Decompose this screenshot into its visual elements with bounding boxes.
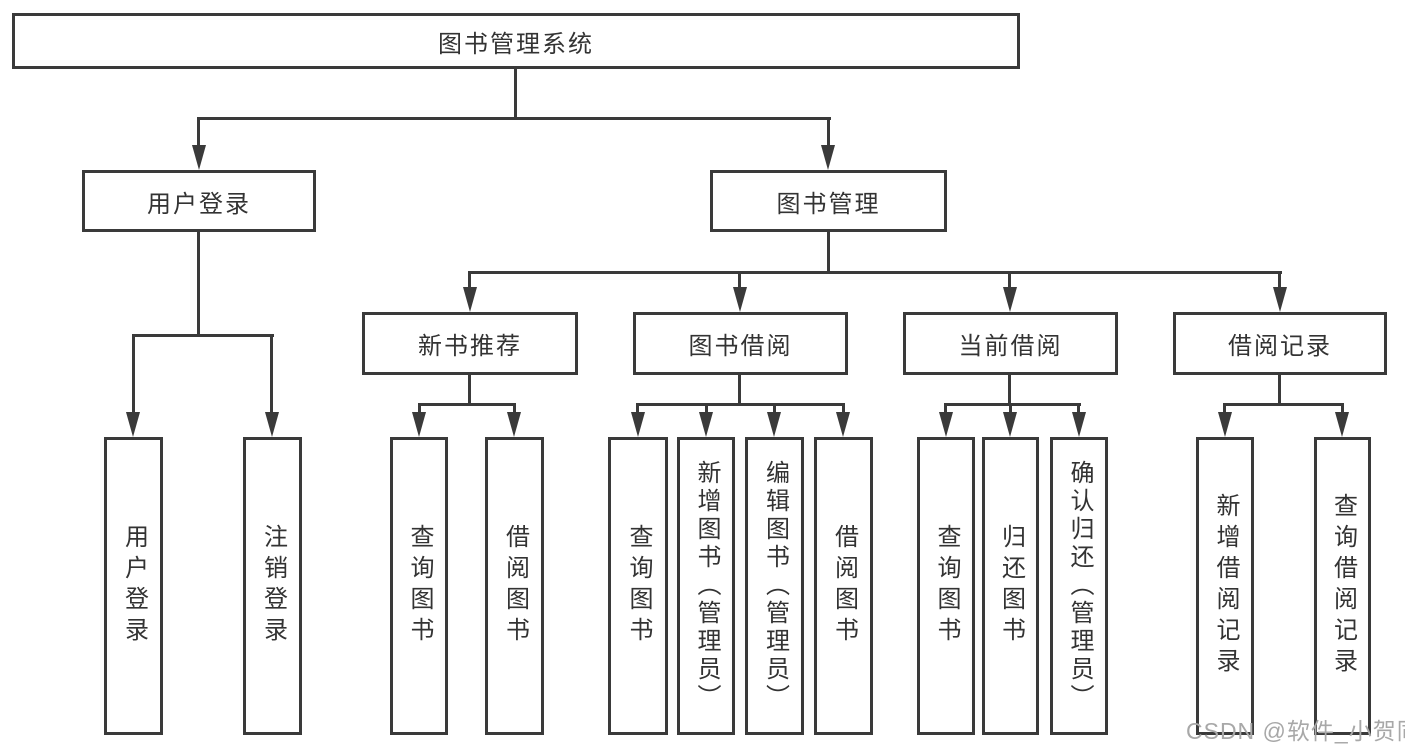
arrowhead-icon (939, 412, 953, 437)
connector-hline (132, 334, 274, 337)
connector-vline (1278, 271, 1281, 290)
node-leaf-logout: 注销登录 (243, 437, 302, 735)
node-leaf-recommend-borrow-book: 借阅图书 (485, 437, 544, 735)
node-label: 图书管理系统 (438, 30, 594, 58)
connector-vline (636, 403, 639, 415)
node-leaf-borrow-edit-book-admin: 编辑图书（管理员） (745, 437, 804, 735)
node-leaf-borrow-add-book-admin: 新增图书（管理员） (677, 437, 735, 735)
node-borrow-record: 借阅记录 (1173, 312, 1387, 375)
connector-vline (132, 334, 135, 416)
node-label: 图书借阅 (688, 333, 793, 360)
connector-hline (468, 271, 1282, 274)
node-label: 当前借阅 (958, 333, 1063, 360)
connector-vline (827, 117, 830, 148)
node-label: 借阅图书 (830, 524, 858, 648)
node-leaf-current-query-book: 查询图书 (917, 437, 975, 735)
arrowhead-icon (265, 412, 279, 437)
node-new-book-recommend: 新书推荐 (362, 312, 578, 375)
connector-vline (773, 403, 776, 415)
arrowhead-icon (1218, 412, 1232, 437)
node-book-management: 图书管理 (710, 170, 947, 232)
node-root: 图书管理系统 (12, 13, 1020, 69)
node-label: 借阅图书 (501, 524, 529, 648)
node-label: 编辑图书（管理员） (761, 460, 789, 712)
connector-vline (514, 69, 517, 118)
connector-vline (270, 334, 273, 416)
connector-vline (738, 375, 741, 406)
node-leaf-borrow-borrow-book: 借阅图书 (814, 437, 873, 735)
connector-vline (418, 403, 421, 415)
node-label: 新增借阅记录 (1212, 493, 1239, 679)
connector-vline (197, 117, 200, 148)
connector-vline (738, 271, 741, 290)
node-leaf-current-return-book: 归还图书 (982, 437, 1039, 735)
watermark: CSDN @软件_小贺同学 (1186, 718, 1405, 744)
connector-hline (197, 117, 831, 120)
node-leaf-borrow-query-book: 查询图书 (608, 437, 668, 735)
node-label: 查询借阅记录 (1329, 493, 1357, 679)
node-label: 确认归还（管理员） (1066, 460, 1093, 712)
arrowhead-icon (767, 412, 781, 437)
connector-vline (1008, 375, 1011, 406)
connector-vline (1077, 403, 1080, 415)
node-label: 借阅记录 (1228, 333, 1332, 360)
node-label: 图书管理 (776, 190, 881, 218)
node-label: 归还图书 (997, 524, 1025, 648)
connector-hline (636, 403, 845, 406)
connector-vline (1223, 403, 1226, 415)
arrowhead-icon (1003, 287, 1017, 312)
node-leaf-current-confirm-return-admin: 确认归还（管理员） (1050, 437, 1108, 735)
arrowhead-icon (631, 412, 645, 437)
arrowhead-icon (1072, 412, 1086, 437)
arrowhead-icon (733, 287, 747, 312)
arrowhead-icon (192, 145, 206, 170)
node-current-borrow: 当前借阅 (903, 312, 1118, 375)
node-label: 查询图书 (933, 524, 960, 648)
connector-vline (705, 403, 708, 415)
connector-hline (944, 403, 1081, 406)
arrowhead-icon (821, 145, 835, 170)
connector-vline (1009, 403, 1012, 415)
connector-vline (468, 375, 471, 406)
arrowhead-icon (699, 412, 713, 437)
connector-vline (1278, 375, 1281, 406)
node-label: 注销登录 (259, 524, 287, 648)
arrowhead-icon (463, 287, 477, 312)
connector-vline (842, 403, 845, 415)
connector-vline (944, 403, 947, 415)
connector-vline (468, 271, 471, 290)
connector-vline (513, 403, 516, 415)
connector-hline (1223, 403, 1344, 406)
node-leaf-record-query: 查询借阅记录 (1314, 437, 1371, 735)
node-label: 新书推荐 (418, 333, 522, 360)
connector-vline (197, 232, 200, 336)
arrowhead-icon (1273, 287, 1287, 312)
connector-hline (418, 403, 516, 406)
node-label: 新增图书（管理员） (693, 460, 720, 712)
node-leaf-recommend-query-book: 查询图书 (390, 437, 448, 735)
arrowhead-icon (1003, 412, 1017, 437)
node-leaf-record-add: 新增借阅记录 (1196, 437, 1254, 735)
arrowhead-icon (1335, 412, 1349, 437)
arrowhead-icon (507, 412, 521, 437)
arrowhead-icon (836, 412, 850, 437)
node-label: 用户登录 (147, 190, 251, 218)
arrowhead-icon (412, 412, 426, 437)
connector-vline (827, 232, 830, 273)
arrowhead-icon (126, 412, 140, 437)
node-book-borrow: 图书借阅 (633, 312, 848, 375)
node-label: 查询图书 (625, 524, 652, 648)
node-label: 查询图书 (406, 524, 433, 648)
connector-vline (1341, 403, 1344, 415)
node-leaf-user-login: 用户登录 (104, 437, 163, 735)
node-label: 用户登录 (120, 524, 148, 648)
node-user-login: 用户登录 (82, 170, 316, 232)
connector-vline (1008, 271, 1011, 290)
